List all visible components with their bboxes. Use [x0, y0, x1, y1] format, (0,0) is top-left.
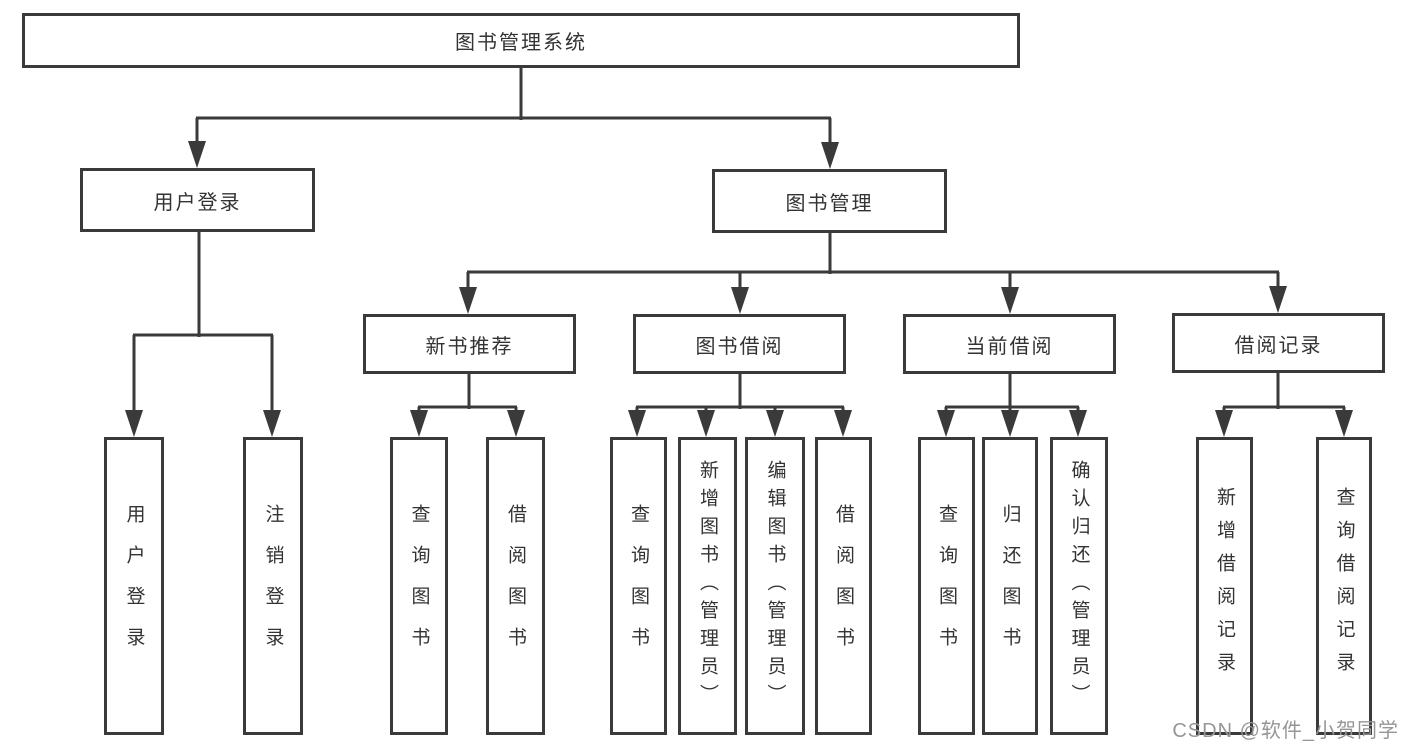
node-label: 确认归还（管理员） [1068, 460, 1090, 712]
node-label: 当前借阅 [965, 335, 1054, 358]
node-label: 借阅图书 [505, 504, 526, 668]
arrowhead-icon [507, 410, 525, 437]
node-label: 新书推荐 [425, 335, 514, 358]
leaf-edit-book: 编辑图书（管理员） [745, 437, 805, 735]
node-label: 借阅记录 [1234, 334, 1323, 357]
node-label: 新增借阅记录 [1214, 487, 1235, 685]
node-label: 图书借阅 [695, 335, 784, 358]
leaf-query-book-3: 查询图书 [918, 437, 975, 735]
leaf-borrow-book-2: 借阅图书 [815, 437, 872, 735]
arrowhead-icon [1001, 287, 1019, 314]
leaf-return-book: 归还图书 [982, 437, 1038, 735]
node-label: 查询借阅记录 [1333, 487, 1355, 685]
node-label: 用户登录 [153, 191, 242, 214]
leaf-query-book-2: 查询图书 [610, 437, 667, 735]
node-label: 注销登录 [262, 504, 284, 668]
node-user-login: 用户登录 [80, 168, 315, 232]
node-label: 查询图书 [936, 504, 957, 668]
node-book-mgmt: 图书管理 [712, 169, 947, 233]
arrowhead-icon [731, 287, 749, 314]
leaf-user-login: 用户登录 [104, 437, 164, 735]
leaf-confirm-return: 确认归还（管理员） [1050, 437, 1108, 735]
arrowhead-icon [1001, 410, 1019, 437]
node-new-book-rec: 新书推荐 [363, 314, 576, 374]
leaf-query-record: 查询借阅记录 [1316, 437, 1372, 735]
arrowhead-icon [1215, 410, 1233, 437]
arrowhead-icon [1335, 410, 1353, 437]
node-label: 查询图书 [408, 504, 430, 668]
leaf-add-book: 新增图书（管理员） [678, 437, 737, 735]
arrowhead-icon [125, 410, 143, 437]
leaf-borrow-book-1: 借阅图书 [486, 437, 545, 735]
arrowhead-icon [766, 410, 784, 437]
arrowhead-icon [188, 141, 206, 168]
node-label: 编辑图书（管理员） [764, 460, 786, 712]
node-label: 图书管理系统 [455, 32, 587, 54]
node-current-borrow: 当前借阅 [903, 314, 1116, 374]
arrowhead-icon [1269, 286, 1287, 313]
node-root: 图书管理系统 [22, 13, 1020, 68]
arrowhead-icon [697, 410, 715, 437]
node-label: 新增图书（管理员） [697, 460, 718, 712]
leaf-add-record: 新增借阅记录 [1196, 437, 1253, 735]
arrowhead-icon [628, 410, 646, 437]
node-book-borrow: 图书借阅 [633, 314, 846, 374]
node-label: 图书管理 [785, 192, 874, 215]
node-label: 查询图书 [628, 504, 649, 668]
node-label: 借阅图书 [833, 504, 854, 668]
node-label: 用户登录 [123, 504, 145, 668]
arrowhead-icon [821, 142, 839, 169]
arrowhead-icon [459, 287, 477, 314]
leaf-logout: 注销登录 [243, 437, 303, 735]
arrowhead-icon [937, 410, 955, 437]
arrowhead-icon [410, 410, 428, 437]
arrowhead-icon [263, 410, 281, 437]
leaf-query-book-1: 查询图书 [390, 437, 448, 735]
node-borrow-record: 借阅记录 [1172, 313, 1385, 373]
arrowhead-icon [1069, 410, 1087, 437]
arrowhead-icon [834, 410, 852, 437]
node-label: 归还图书 [999, 504, 1021, 668]
watermark-text: CSDN @软件_小贺同学 [1172, 720, 1399, 742]
